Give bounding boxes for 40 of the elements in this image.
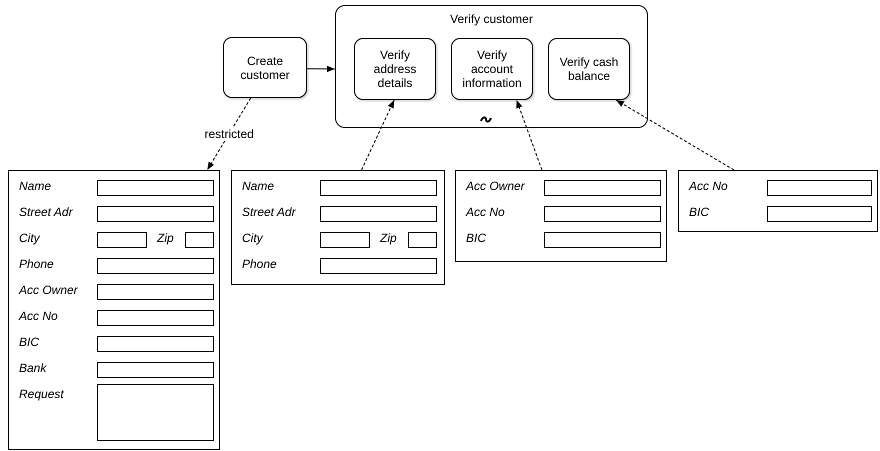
field-label: Acc No (689, 179, 728, 193)
field-label: Name (19, 179, 52, 193)
field-label: Phone (19, 257, 54, 271)
field-label: Acc Owner (466, 179, 525, 193)
subprocess-title: Verify customer (450, 12, 533, 26)
form-panel (8, 170, 220, 450)
field-label: BIC (19, 335, 40, 349)
dashed-arrow (361, 100, 395, 170)
field-label: Phone (242, 257, 277, 271)
field-label: Street Adr (242, 205, 296, 219)
field-label: Street Adr (19, 205, 73, 219)
process-box (223, 37, 307, 98)
field-label: BIC (689, 205, 710, 219)
dashed-arrow (616, 100, 734, 170)
process-label: Create customer (239, 54, 291, 82)
form-panel (231, 170, 445, 285)
edge-label: restricted (204, 127, 255, 141)
process-label: Verify account information (461, 48, 523, 90)
field-label: Bank (19, 361, 46, 375)
field-label: Acc No (466, 205, 505, 219)
field-label: Acc No (19, 309, 58, 323)
subprocess-box (335, 5, 648, 128)
dashed-arrow (516, 100, 542, 170)
field-label: BIC (466, 231, 486, 245)
field-label: Name (242, 179, 274, 193)
field-label: City (242, 231, 263, 245)
dashed-arrow (206, 98, 252, 170)
arrow (306, 66, 336, 72)
process-box (354, 38, 436, 100)
process-label: Verify address details (372, 48, 418, 90)
process-box (548, 38, 630, 100)
form-panel (678, 170, 878, 232)
field-label: Acc Owner (19, 283, 78, 297)
form-panel (455, 170, 667, 262)
field-label: City (19, 231, 40, 245)
process-box (451, 38, 533, 100)
process-label: Verify cash balance (558, 55, 620, 83)
field-label: Request (19, 387, 64, 401)
field-label: Zip (157, 231, 174, 245)
field-label: Zip (380, 231, 397, 245)
